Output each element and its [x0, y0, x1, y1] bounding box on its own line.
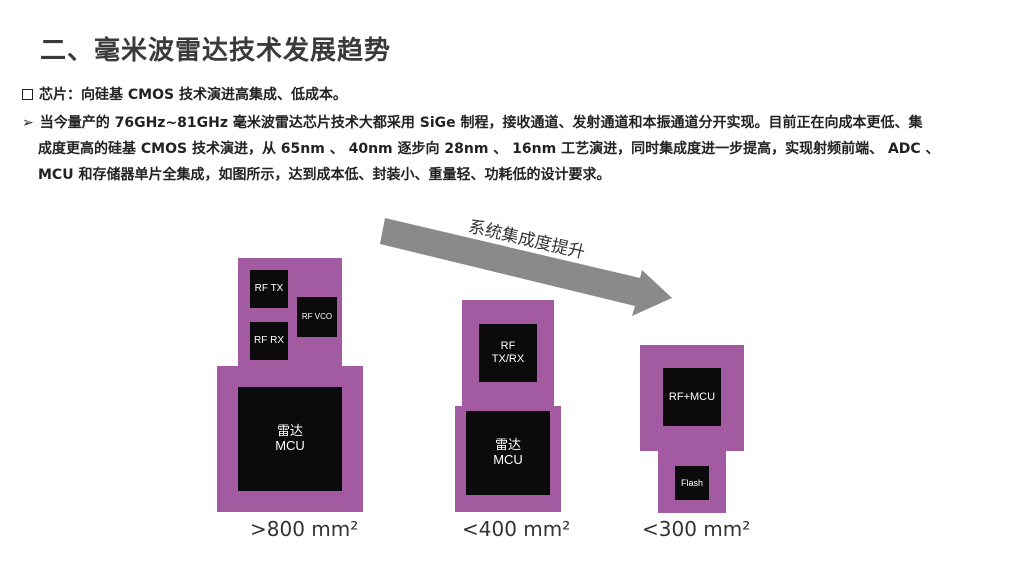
bullet-chip-text: 芯片：向硅基 CMOS 技术演进高集成、低成本。 — [39, 87, 347, 103]
stage3-area-label: <300 mm² — [642, 517, 751, 541]
stage1-mcu-die: 雷达 MCU — [238, 387, 342, 491]
paragraph-line-3: MCU 和存储器单片全集成，如图所示，达到成本低、封装小、重量轻、功耗低的设计要… — [38, 167, 611, 183]
stage1-rf-rx-die: RF RX — [250, 322, 288, 360]
stage2-area-label: <400 mm² — [462, 517, 571, 541]
paragraph-line-1: 当今量产的 76GHz~81GHz 毫米波雷达芯片技术大都采用 SiGe 制程，… — [39, 115, 923, 131]
stage3-flash-die: Flash — [675, 466, 709, 500]
page-title: 二、毫米波雷达技术发展趋势 — [40, 36, 392, 66]
stage1-area-label: >800 mm² — [250, 517, 359, 541]
stage2-rf-die: RF TX/RX — [479, 324, 537, 382]
arrow-bullet-icon: ➢ — [22, 115, 34, 131]
bullet-chip-summary: 芯片：向硅基 CMOS 技术演进高集成、低成本。 — [22, 82, 347, 108]
integration-trend-arrow — [380, 218, 672, 316]
paragraph-line-2: 成度更高的硅基 CMOS 技术演进，从 65nm 、 40nm 逐步向 28nm… — [38, 141, 940, 157]
stage2-mcu-die: 雷达 MCU — [466, 411, 550, 495]
detail-paragraph: ➢ 当今量产的 76GHz~81GHz 毫米波雷达芯片技术大都采用 SiGe 制程… — [22, 110, 1007, 188]
trend-arrow-shape — [380, 218, 672, 316]
stage1-rf-tx-die: RF TX — [250, 270, 288, 308]
integration-diagram: 系统集成度提升 RF TX RF RX RF VCO 雷达 MCU >800 m… — [210, 200, 770, 560]
square-bullet-icon — [22, 89, 33, 100]
stage3-rf-mcu-die: RF+MCU — [663, 368, 721, 426]
stage1-rf-vco-die: RF VCO — [297, 297, 337, 337]
